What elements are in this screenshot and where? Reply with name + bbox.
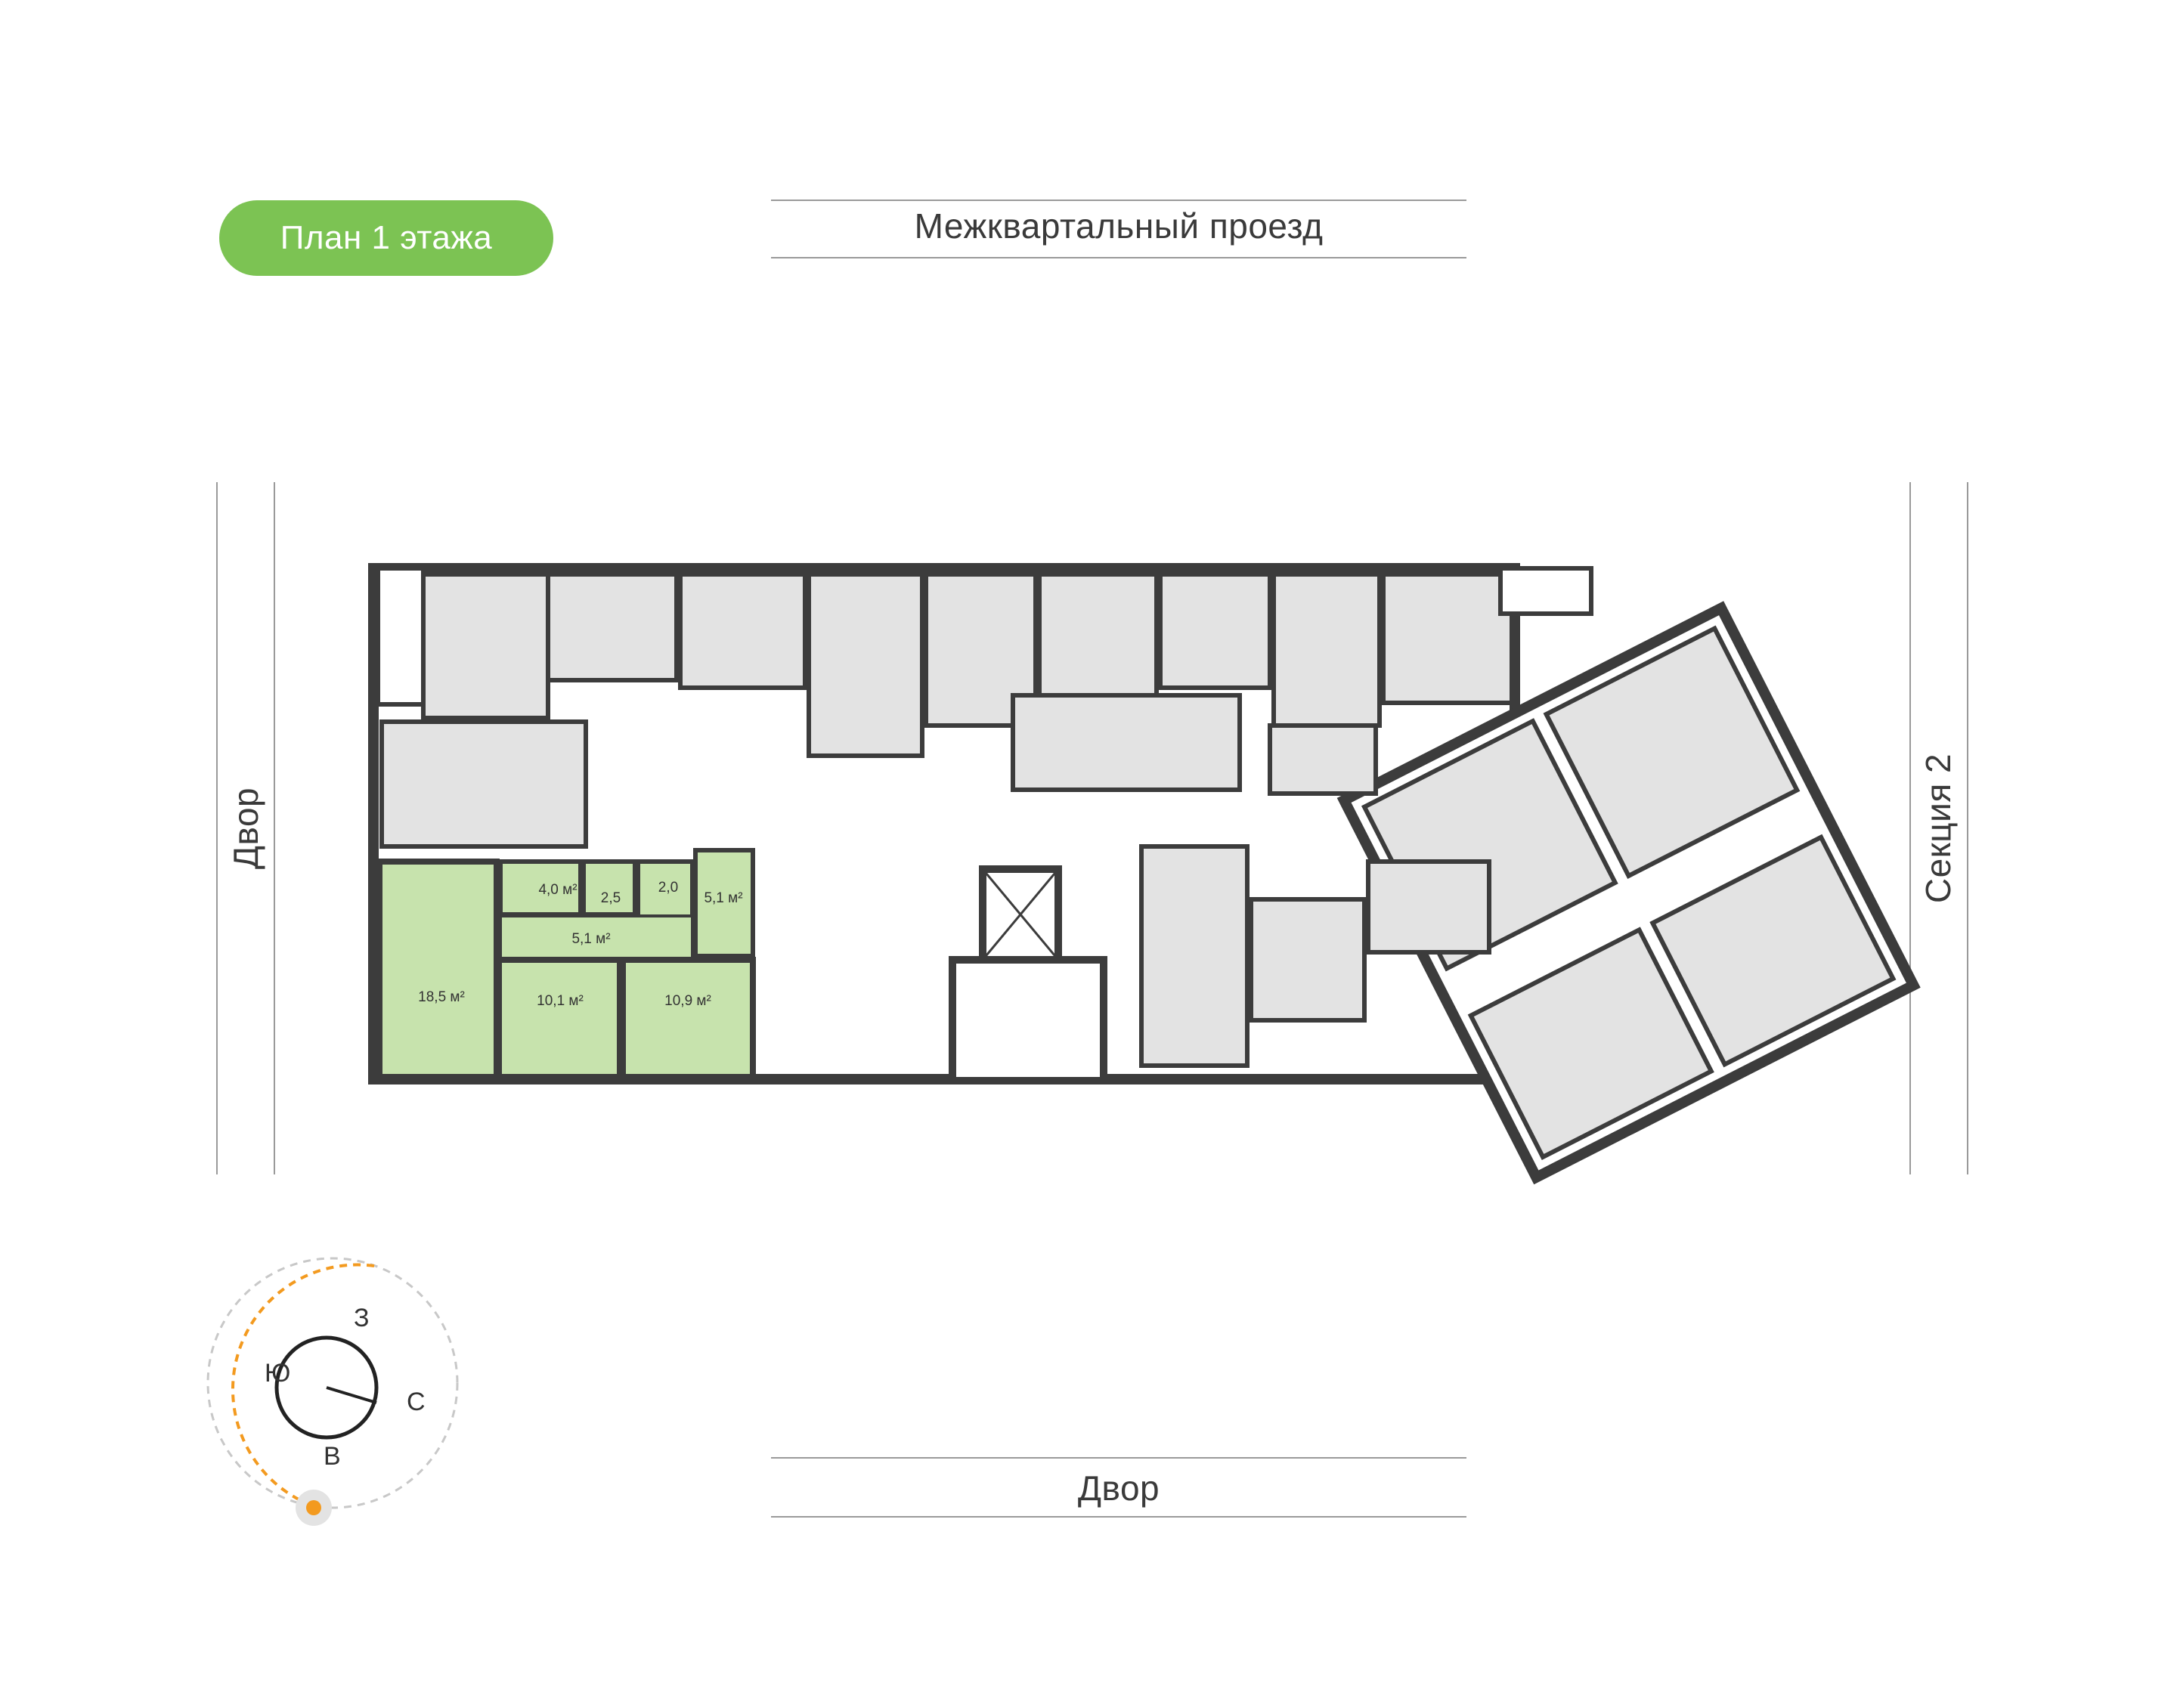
living-room [376, 859, 500, 1080]
building [368, 563, 1921, 1185]
road-line [771, 257, 1466, 258]
toilet [581, 859, 637, 917]
road-line [274, 482, 275, 1174]
stairwell [949, 956, 1107, 1085]
room [546, 572, 679, 682]
room [1249, 897, 1367, 1023]
road-line [1909, 482, 1911, 1174]
room [1268, 723, 1378, 796]
room-area: 5,1 м² [571, 931, 610, 947]
room [1037, 572, 1159, 698]
compass: З Ю С В [204, 1247, 491, 1534]
room [1381, 572, 1514, 705]
top-road-label: Межквартальный проезд [914, 206, 1324, 246]
room [1271, 572, 1382, 728]
room [1139, 844, 1250, 1068]
room [1366, 859, 1491, 955]
selected-apartment[interactable]: 18,5 м² 10,1 м² 10,9 м² 4,0 м² 2,5 2,0 5… [376, 848, 756, 1080]
room-area: 2,5 [601, 890, 621, 906]
bottom-road-label: Двор [1077, 1468, 1160, 1508]
stairs [1498, 566, 1593, 616]
stairs [376, 566, 426, 707]
room [807, 572, 924, 758]
room-area: 5,1 м² [704, 890, 742, 906]
room [421, 572, 550, 720]
road-line [216, 482, 218, 1174]
corridor [499, 914, 694, 960]
room-area: 4,0 м² [538, 882, 577, 898]
room [1011, 693, 1242, 792]
bathroom [498, 859, 583, 917]
room [1158, 572, 1272, 690]
room-area: 18,5 м² [418, 989, 465, 1005]
bedroom [620, 957, 756, 1080]
road-line [771, 200, 1466, 201]
compass-east: В [324, 1442, 341, 1471]
room-area: 2,0 [658, 880, 678, 896]
storage [636, 859, 695, 924]
room [678, 572, 807, 690]
road-line [771, 1516, 1466, 1518]
room [379, 719, 588, 849]
hall [693, 848, 755, 958]
floor-plan-badge: План 1 этажа [219, 200, 553, 276]
road-line [771, 1457, 1466, 1459]
bedroom [496, 957, 623, 1080]
sun-path-icon [206, 1257, 459, 1526]
compass-west: З [354, 1304, 370, 1332]
room-area: 10,9 м² [664, 993, 711, 1009]
road-line [1967, 482, 1968, 1174]
compass-south: Ю [265, 1359, 291, 1388]
compass-north: С [407, 1388, 426, 1416]
room-area: 10,1 м² [537, 993, 584, 1009]
